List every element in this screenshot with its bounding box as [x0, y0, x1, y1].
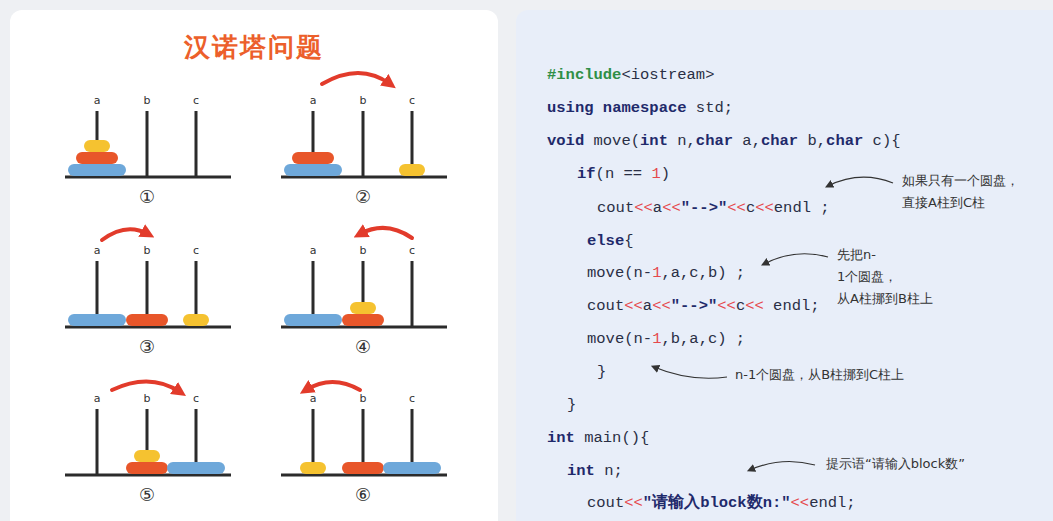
peg-label: b: [360, 392, 367, 405]
peg-label: a: [94, 244, 101, 257]
annotation: 如果只有一个圆盘， 直接A柱到C柱: [902, 170, 1019, 214]
peg-label: c: [193, 94, 199, 107]
leader-lines: [654, 177, 893, 470]
peg-label: a: [310, 244, 317, 257]
step-number: ⑥: [355, 484, 371, 506]
peg-label: a: [94, 392, 101, 405]
peg-label: b: [360, 244, 367, 257]
hanoi-state: [65, 261, 231, 329]
hanoi-state: [281, 409, 447, 477]
step-number: ②: [355, 186, 371, 208]
hanoi-state: [281, 111, 447, 179]
annotation: 先把n-1个圆盘， 从A柱挪到B柱上: [837, 244, 933, 310]
code-line: using namespace std;: [547, 98, 733, 118]
code-line: }: [597, 362, 606, 382]
code-line: cout<<a<<"-->"<<c<<endl ;: [597, 198, 830, 218]
peg-label: c: [409, 392, 415, 405]
code-line: int n;: [567, 461, 623, 481]
step-number: ③: [139, 336, 155, 358]
code-line: else{: [587, 231, 634, 251]
peg-label: b: [144, 392, 151, 405]
code-line: }: [567, 395, 576, 415]
step-number: ①: [139, 186, 155, 208]
code-line: move(n-1,a,c,b) ;: [587, 263, 745, 283]
peg-label: c: [409, 244, 415, 257]
hanoi-state: [281, 261, 447, 329]
code-panel: #include<iostream> using namespace std; vo…: [516, 10, 1053, 521]
peg-label: c: [193, 392, 199, 405]
hanoi-state: [65, 111, 231, 179]
code-line: move(n-1,b,a,c) ;: [587, 329, 745, 349]
annotation: n-1个圆盘，从B柱挪到C柱上: [735, 364, 904, 386]
peg-label: a: [310, 94, 317, 107]
code-line: cout<<"请输入block数n:"<<endl;: [587, 493, 856, 513]
code-line: if(n == 1): [577, 164, 670, 184]
peg-label: c: [193, 244, 199, 257]
code-card: [516, 10, 1053, 521]
illustration-card: [10, 10, 498, 521]
step-number: ④: [355, 336, 371, 358]
code-line: cout<<a<<"-->"<<c<< endl;: [587, 296, 820, 316]
title: 汉诺塔问题: [184, 30, 324, 65]
step-number: ⑤: [139, 484, 155, 506]
code-line: #include<iostream>: [547, 65, 714, 85]
hanoi-state: [65, 409, 231, 477]
code-line: int main(){: [547, 428, 649, 448]
peg-label: b: [144, 244, 151, 257]
code-line: void move(int n,char a,char b,char c){: [547, 131, 901, 151]
peg-label: c: [409, 94, 415, 107]
peg-label: a: [94, 94, 101, 107]
peg-label: a: [310, 392, 317, 405]
peg-label: b: [360, 94, 367, 107]
peg-label: b: [144, 94, 151, 107]
annotation: 提示语“请输入block数”: [826, 453, 965, 475]
move-arrows: [102, 73, 412, 392]
